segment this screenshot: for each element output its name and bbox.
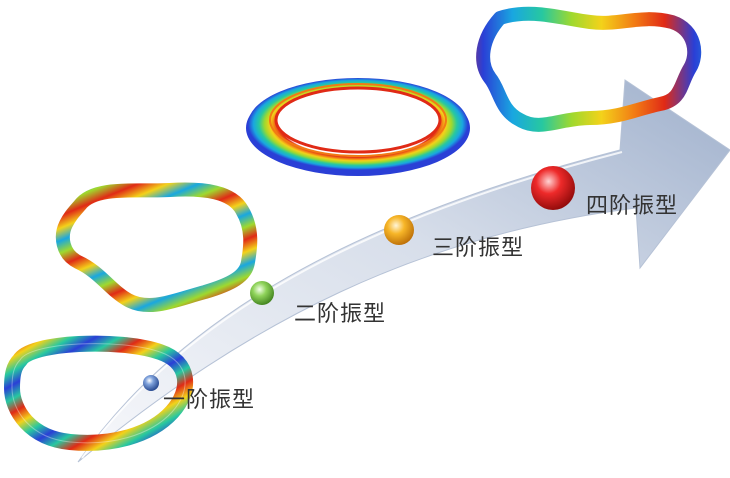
mode-4-label: 四阶振型: [586, 194, 679, 219]
mode-4-marker: [531, 166, 575, 210]
mode-3-marker: [384, 215, 414, 245]
mode-1-label: 一阶振型: [163, 388, 256, 413]
mode-1-shape: [4, 335, 194, 451]
mode-2-marker: [250, 281, 274, 305]
mode-1-marker: [143, 375, 159, 391]
arrow-highlight: [81, 151, 623, 459]
mode-3-label: 三阶振型: [432, 236, 525, 261]
mode-2-label: 二阶振型: [294, 302, 387, 327]
mode-2-shape: [55, 182, 258, 313]
mode-4-shape: [476, 6, 702, 132]
mode-3-shape: [246, 78, 470, 176]
